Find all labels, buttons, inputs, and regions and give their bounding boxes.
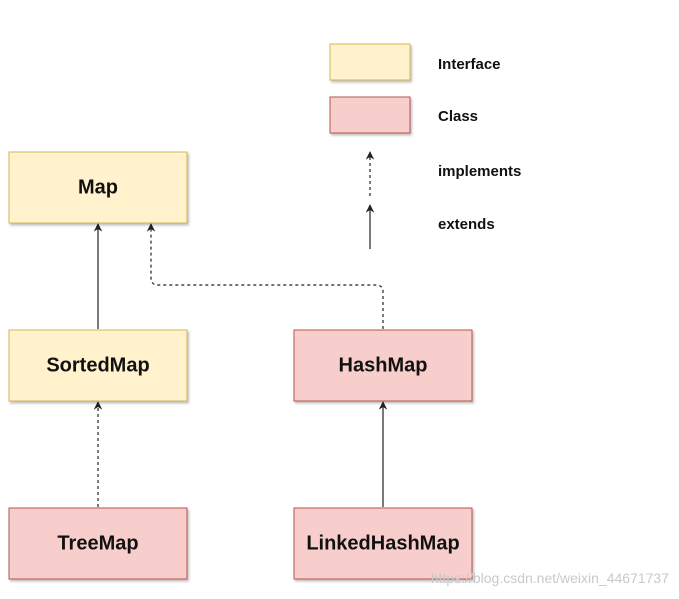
- legend: Interface Class implements extends: [329, 43, 521, 249]
- node-hashmap-label: HashMap: [339, 354, 428, 376]
- node-map-box: [8, 151, 188, 224]
- legend-class-label: Class: [438, 108, 478, 125]
- node-linkedhashmap-box: [293, 507, 473, 580]
- node-hashmap-box: [293, 329, 473, 402]
- node-treemap-label: TreeMap: [57, 532, 138, 554]
- legend-interface-label: Interface: [438, 56, 501, 73]
- watermark-text: https://blog.csdn.net/weixin_44671737: [431, 570, 669, 586]
- node-treemap-box: [8, 507, 188, 580]
- node-linkedhashmap: LinkedHashMap: [293, 507, 473, 580]
- node-sortedmap-box: [8, 329, 188, 402]
- node-linkedhashmap-label: LinkedHashMap: [306, 532, 459, 554]
- node-hashmap: HashMap: [293, 329, 473, 402]
- legend-extends-label: extends: [438, 216, 495, 233]
- legend-implements-label: implements: [438, 163, 521, 180]
- edge-hashmap-implements-map: [146, 223, 384, 329]
- legend-class-swatch: [329, 96, 411, 134]
- node-treemap: TreeMap: [8, 507, 188, 580]
- node-sortedmap-label: SortedMap: [46, 354, 149, 376]
- node-sortedmap: SortedMap: [8, 329, 188, 402]
- legend-interface-swatch: [329, 43, 411, 81]
- node-map-label: Map: [78, 176, 118, 198]
- node-map: Map: [8, 151, 188, 224]
